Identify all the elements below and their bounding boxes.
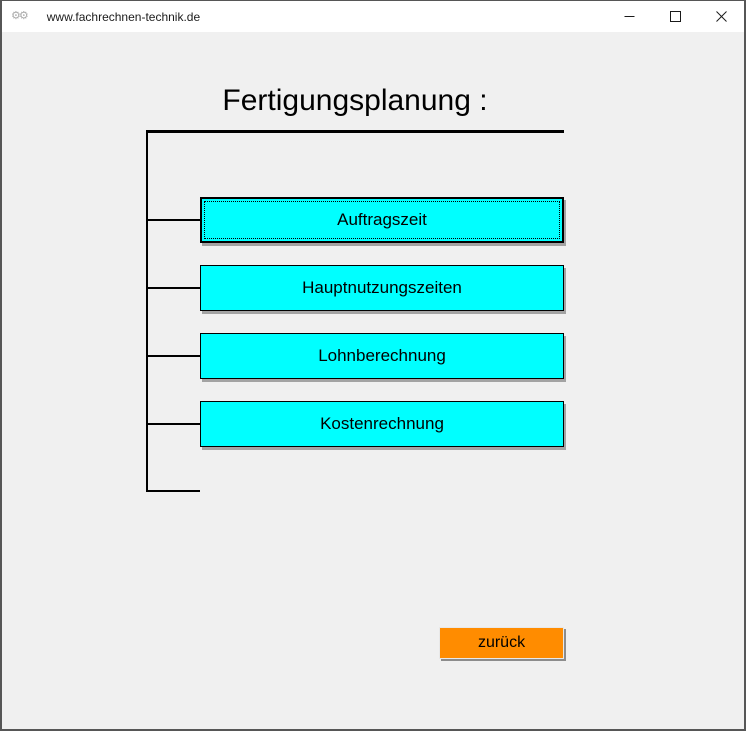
tree-branch-line [146, 287, 200, 289]
minimize-icon [624, 16, 634, 17]
back-button[interactable]: zurück [439, 627, 564, 659]
window-title: www.fachrechnen-technik.de [46, 9, 201, 24]
menu-button-hauptnutzungszeiten[interactable]: Hauptnutzungszeiten [200, 265, 564, 311]
close-icon [715, 11, 727, 22]
maximize-button[interactable] [652, 1, 698, 32]
menu-button-auftragszeit[interactable]: Auftragszeit [200, 197, 564, 243]
minimize-button[interactable] [606, 1, 652, 32]
heading-underline [146, 130, 564, 133]
tree-vertical-line [146, 130, 148, 492]
close-button[interactable] [698, 1, 744, 32]
tree-branch-line [146, 355, 200, 357]
menu-button-kostenrechnung[interactable]: Kostenrechnung [200, 401, 564, 447]
page-title: Fertigungsplanung : [222, 84, 488, 117]
gears-app-icon: ⚙⚙ [11, 10, 29, 22]
window-controls [606, 1, 744, 32]
titlebar: ⚙⚙ www.fachrechnen-technik.de [2, 1, 744, 32]
tree-branch-line [146, 423, 200, 425]
tree-end-line [146, 490, 200, 492]
maximize-icon [669, 11, 681, 22]
tree-branch-line [146, 219, 200, 221]
menu-button-lohnberechnung[interactable]: Lohnberechnung [200, 333, 564, 379]
